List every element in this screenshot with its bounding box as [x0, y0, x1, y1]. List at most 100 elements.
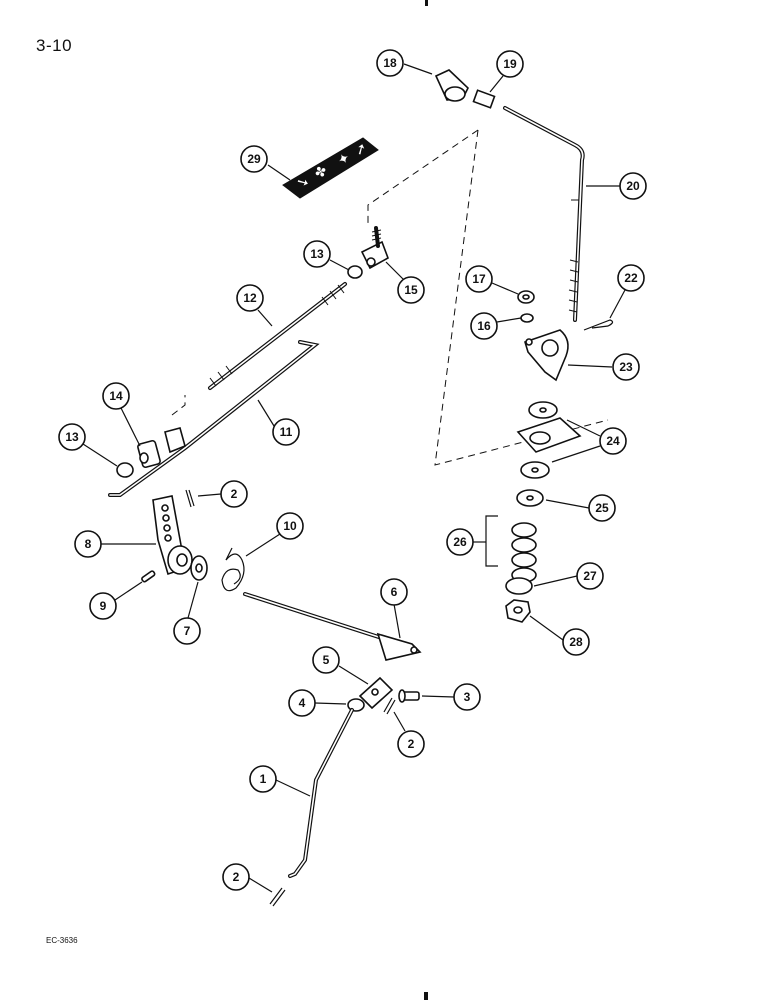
bottom-page-mark — [424, 992, 428, 1000]
callout-19: 19 — [496, 50, 524, 78]
cotter-pin-lower — [269, 887, 286, 907]
svg-text:6: 6 — [391, 585, 398, 599]
torsion-spring — [221, 547, 245, 592]
callout-9: 9 — [89, 592, 117, 620]
svg-text:7: 7 — [184, 624, 191, 638]
svg-text:20: 20 — [626, 179, 640, 193]
hidden-line-top — [367, 129, 479, 225]
top-nut — [517, 290, 535, 304]
callout-13-top: 13 — [303, 240, 331, 268]
callout-2-middle: 2 — [397, 730, 425, 758]
figure-code: EC-3636 — [46, 936, 78, 945]
friction-plate-hole — [529, 431, 551, 445]
callout-17: 17 — [465, 265, 493, 293]
svg-text:16: 16 — [477, 319, 491, 333]
callout-13-left: 13 — [58, 423, 86, 451]
callout-2-upper: 2 — [220, 480, 248, 508]
callout-16: 16 — [470, 312, 498, 340]
svg-text:10: 10 — [283, 519, 297, 533]
lever-plate — [152, 495, 193, 576]
callout-7: 7 — [173, 617, 201, 645]
callout-20: 20 — [619, 172, 647, 200]
callout-14: 14 — [102, 382, 130, 410]
svg-text:2: 2 — [233, 870, 240, 884]
roll-pin — [141, 570, 156, 583]
hidden-line-bracket — [171, 395, 186, 416]
friction-washer-upper-hole — [539, 407, 547, 413]
callout-24: 24 — [599, 427, 627, 455]
svg-text:1: 1 — [260, 772, 267, 786]
svg-text:11: 11 — [280, 425, 293, 439]
clevis — [358, 676, 394, 710]
callout-25: 25 — [588, 494, 616, 522]
callout-5: 5 — [312, 646, 340, 674]
callout-1: 1 — [249, 765, 277, 793]
callout-23: 23 — [612, 353, 640, 381]
callout-15: 15 — [397, 276, 425, 304]
swivel — [360, 226, 389, 270]
svg-text:29: 29 — [247, 152, 261, 166]
svg-text:17: 17 — [472, 272, 486, 286]
page-number: 3-10 — [36, 36, 73, 55]
svg-text:22: 22 — [624, 271, 638, 285]
sleeve — [472, 89, 496, 109]
knob — [434, 69, 469, 102]
callout-4: 4 — [288, 689, 316, 717]
callout-26: 26 — [446, 528, 474, 556]
callout-27: 27 — [576, 562, 604, 590]
svg-text:9: 9 — [100, 599, 107, 613]
callout-11: 11 — [272, 418, 300, 446]
cross-shaft — [243, 592, 422, 661]
svg-text:28: 28 — [569, 635, 583, 649]
callout-10: 10 — [276, 512, 304, 540]
top-page-mark — [425, 0, 428, 6]
svg-text:2: 2 — [231, 487, 238, 501]
clevis-pin — [398, 689, 420, 703]
callout-8: 8 — [74, 530, 102, 558]
jam-nut-top — [347, 265, 363, 279]
svg-text:2: 2 — [408, 737, 415, 751]
svg-text:13: 13 — [310, 247, 324, 261]
lock-washer — [520, 313, 534, 323]
callout-12: 12 — [236, 284, 264, 312]
svg-text:14: 14 — [109, 389, 123, 403]
callout-22: 22 — [617, 264, 645, 292]
svg-text:19: 19 — [503, 57, 517, 71]
svg-text:15: 15 — [404, 283, 418, 297]
svg-text:25: 25 — [595, 501, 609, 515]
bent-rod — [108, 340, 320, 497]
control-rod — [503, 106, 585, 322]
svg-text:4: 4 — [299, 696, 306, 710]
hair-pin-clip — [583, 319, 614, 331]
bushing — [137, 439, 161, 469]
flat-washer-hole — [526, 495, 534, 501]
svg-text:5: 5 — [323, 653, 330, 667]
rod-bracket — [164, 427, 186, 454]
bracket-26 — [485, 515, 498, 567]
svg-text:3: 3 — [464, 690, 471, 704]
friction-washer-lower-hole — [531, 467, 539, 473]
svg-text:23: 23 — [619, 360, 633, 374]
jam-nut-lower — [347, 698, 365, 712]
svg-text:27: 27 — [583, 569, 597, 583]
control-link-rod — [288, 708, 354, 878]
decal: ➘ ✤ ✦ ➚ — [282, 137, 379, 199]
cotter-pin-upper — [185, 489, 195, 508]
callout-3: 3 — [453, 683, 481, 711]
callout-28: 28 — [562, 628, 590, 656]
bottom-washer — [505, 577, 533, 595]
callout-6: 6 — [380, 578, 408, 606]
svg-text:26: 26 — [453, 535, 467, 549]
svg-text:24: 24 — [606, 434, 620, 448]
lock-nut — [505, 599, 531, 623]
spring-washer-stack — [511, 522, 537, 583]
callout-29: 29 — [240, 145, 268, 173]
spacer-washer-hole — [195, 563, 203, 573]
svg-text:18: 18 — [383, 56, 397, 70]
threaded-rod — [208, 282, 347, 390]
callout-2-lower: 2 — [222, 863, 250, 891]
svg-text:13: 13 — [65, 430, 79, 444]
svg-text:8: 8 — [85, 537, 92, 551]
lever-arm — [524, 329, 569, 382]
